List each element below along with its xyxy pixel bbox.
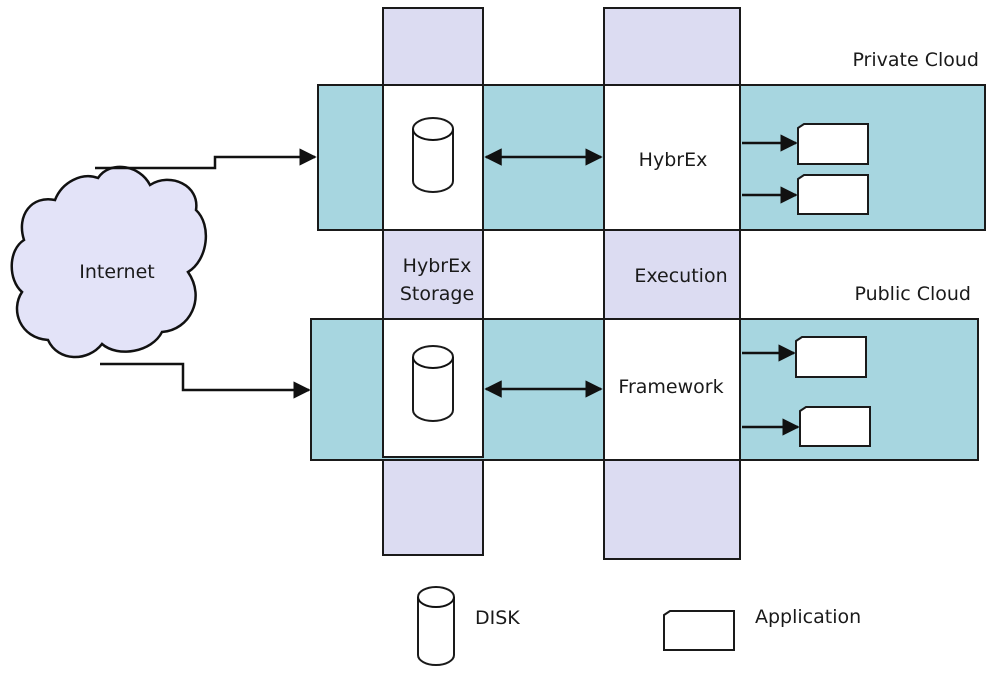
private-hybrex-box (603, 84, 741, 231)
execution-column-top (603, 7, 741, 86)
public-framework-box (603, 318, 741, 461)
disk-icon (412, 345, 454, 422)
internet-label: Internet (79, 261, 154, 283)
execution-column-middle (603, 229, 741, 320)
framework-label: Framework (618, 376, 723, 398)
internet-to-public-arrow (100, 362, 311, 399)
disk-icon (412, 117, 454, 193)
hybrex-label: HybrEx (639, 149, 708, 171)
execution-column-bottom (603, 456, 741, 560)
storage-column-bottom (382, 456, 484, 556)
legend-disk-label: DISK (475, 607, 520, 629)
legend-application-label: Application (755, 606, 861, 628)
internet-cloud-icon (10, 165, 208, 359)
application-icon (799, 406, 871, 447)
application-icon (795, 336, 867, 378)
application-icon (797, 123, 869, 165)
storage-column-top (382, 7, 484, 86)
legend: DISK Application (417, 586, 861, 666)
public-cloud-label: Public Cloud (854, 283, 971, 305)
storage-label-line1: HybrEx (403, 255, 472, 277)
execution-label: Execution (634, 265, 727, 287)
storage-label-line2: Storage (400, 283, 474, 305)
legend-application-icon (663, 610, 735, 651)
internet-to-private-arrow (95, 148, 317, 170)
application-icon (797, 174, 869, 215)
private-cloud-label: Private Cloud (852, 49, 979, 71)
legend-disk-icon (417, 586, 455, 666)
